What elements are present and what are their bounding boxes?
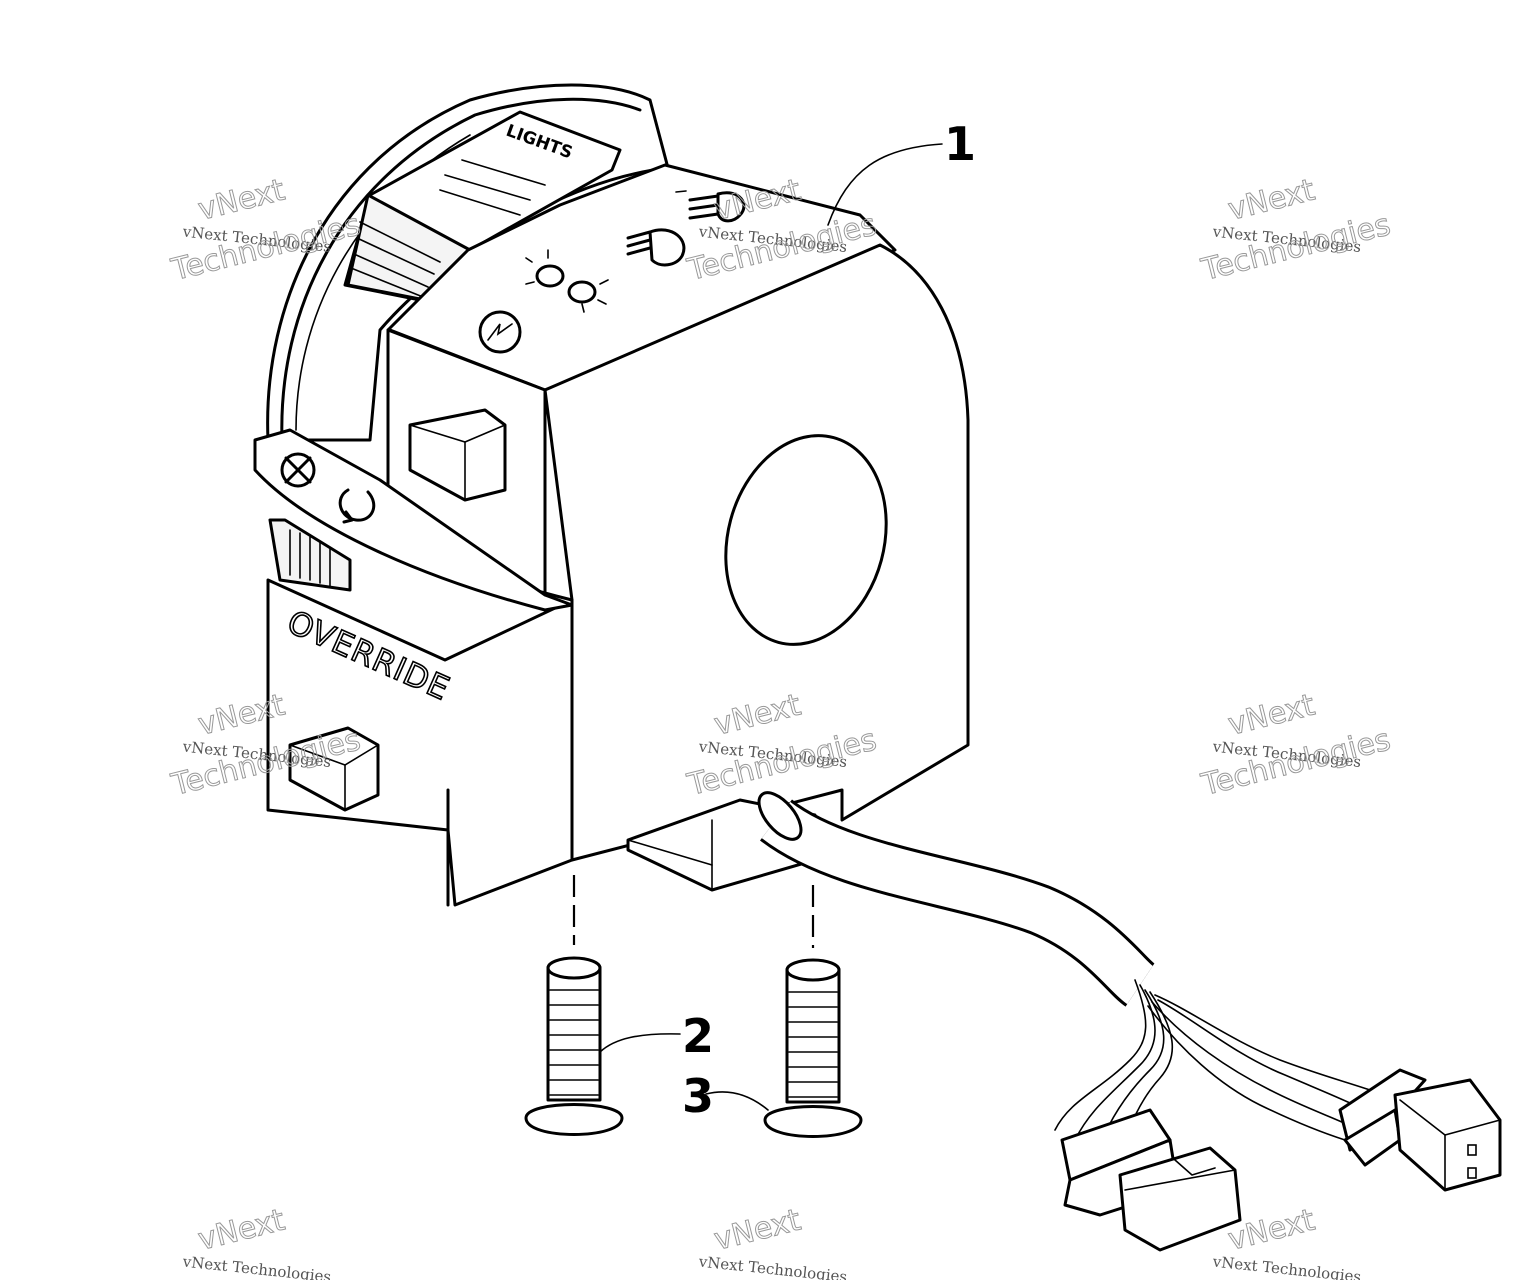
watermark-3: vNext vNext Technologies Technologies bbox=[1197, 172, 1394, 289]
svg-text:vNext Technologies: vNext Technologies bbox=[1211, 1252, 1362, 1280]
svg-text:Technologies: Technologies bbox=[1197, 722, 1393, 803]
watermark-8: vNext vNext Technologies bbox=[697, 1202, 848, 1280]
svg-text:Technologies: Technologies bbox=[1197, 207, 1393, 288]
override-button[interactable] bbox=[288, 726, 380, 812]
override-housing: OVERRIDE bbox=[253, 428, 574, 907]
callout-1: 1 bbox=[944, 117, 976, 171]
callout-2: 2 bbox=[682, 1009, 714, 1063]
svg-text:vNext: vNext bbox=[195, 1203, 289, 1258]
svg-text:vNext: vNext bbox=[1225, 173, 1319, 228]
low-beam-icon bbox=[626, 228, 686, 267]
svg-text:vNext Technologies: vNext Technologies bbox=[697, 1252, 848, 1280]
connector-right bbox=[1338, 1068, 1502, 1192]
lights-switch[interactable]: LIGHTS bbox=[343, 110, 622, 302]
starter-icon bbox=[478, 310, 522, 354]
wire-harness bbox=[757, 791, 1371, 1151]
switch-housing-body bbox=[543, 243, 970, 862]
engine-stop-icon bbox=[280, 452, 316, 488]
svg-text:vNext: vNext bbox=[1225, 688, 1319, 743]
screw-right bbox=[763, 885, 863, 1138]
callout-3: 3 bbox=[682, 1069, 714, 1123]
engine-stop-switch[interactable] bbox=[268, 518, 352, 592]
engine-run-icon bbox=[338, 488, 376, 524]
parking-light-icon bbox=[525, 249, 609, 313]
leader-lines bbox=[599, 143, 943, 1111]
svg-text:vNext Technologies: vNext Technologies bbox=[181, 1252, 332, 1280]
starter-button[interactable] bbox=[408, 408, 507, 502]
screw-left bbox=[524, 875, 624, 1136]
watermark-6: vNext vNext Technologies Technologies bbox=[1197, 687, 1394, 804]
high-beam-icon bbox=[675, 190, 746, 223]
handlebar-bore bbox=[724, 434, 888, 646]
watermark-7: vNext vNext Technologies bbox=[181, 1202, 332, 1280]
connector-left bbox=[1060, 1108, 1242, 1252]
svg-text:vNext: vNext bbox=[195, 173, 289, 228]
svg-text:vNext: vNext bbox=[711, 1203, 805, 1258]
